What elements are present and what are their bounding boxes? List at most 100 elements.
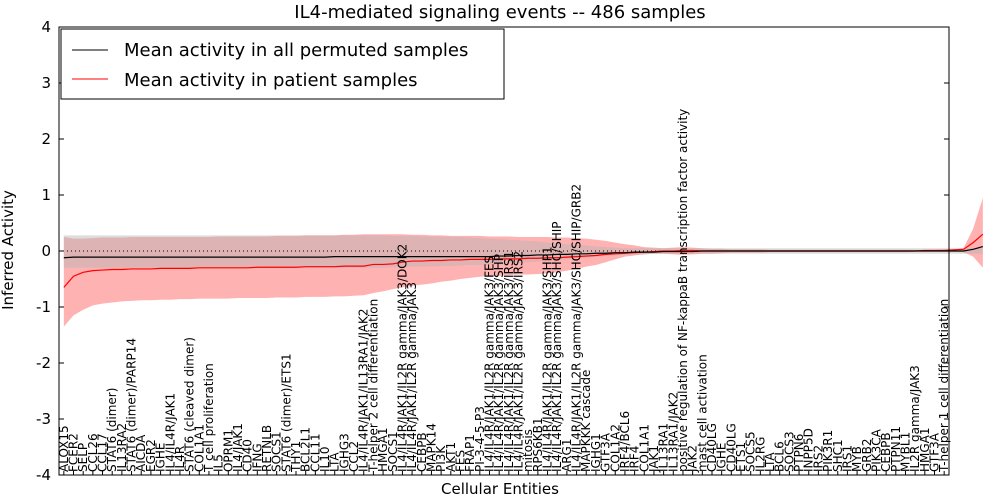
y-tick-label: -2 <box>36 354 51 372</box>
x-category-label: PIK3CA <box>869 428 883 472</box>
x-category-label: INPP5D <box>802 428 816 472</box>
x-category-label: CCL2 <box>347 441 361 472</box>
y-tick-label: 4 <box>41 18 51 36</box>
x-category-label: T cell proliferation <box>202 363 216 473</box>
x-category-label: IRS1 <box>840 445 854 472</box>
x-category-label: IRF4 <box>628 446 642 472</box>
x-category-label: IRS2 <box>811 445 825 472</box>
y-tick-label: 3 <box>41 74 51 92</box>
x-category-label: IL13RA1 <box>657 423 671 472</box>
x-category-label: LTA <box>763 452 777 472</box>
x-category-label: IL4R <box>173 446 187 472</box>
x-category-label: IL13RA2 <box>115 423 129 472</box>
axis-ticks: 4 3 2 1 0 -1 -2 -3 -4 <box>36 18 949 484</box>
x-category-label: BCL2L1 <box>299 427 313 472</box>
x-category-label: CCL11 <box>308 433 322 472</box>
x-category-label: IL4/IL4R/JAK1/IL2R gamma/JAK3/SHP <box>492 254 506 472</box>
x-category-label: SELP <box>76 443 90 472</box>
x-category-label: IFNG <box>250 443 264 472</box>
x-category-label: AKT1 <box>444 442 458 472</box>
x-category-label: CEBPB <box>415 432 429 472</box>
x-category-label: mast cell activation <box>695 354 709 472</box>
series-line <box>63 245 984 259</box>
x-category-label: PTPN11 <box>889 426 903 472</box>
x-category-label: IL4/JAK1 <box>231 423 245 472</box>
x-category-label: STAT6 (dimer)/ETS1 <box>279 353 293 472</box>
x-category-label: CCL26 <box>86 433 100 472</box>
x-category-label: PIK3R1 <box>821 430 835 472</box>
x-category-label: CCL17 <box>96 433 110 472</box>
y-axis-label: Inferred Activity <box>0 190 17 310</box>
y-tick-label: -3 <box>36 410 51 428</box>
x-category-label: FES <box>453 450 467 472</box>
confidence-bands <box>63 197 983 327</box>
x-category-label: SHC1 <box>831 439 845 472</box>
x-category-label: IGHE <box>154 443 168 472</box>
x-category-label: COL1A2 <box>608 424 622 472</box>
x-category-label: JAK2 <box>686 445 700 473</box>
confidence-band <box>63 235 983 268</box>
x-category-label: IGHG3 <box>337 433 351 472</box>
x-category-label: IGHE <box>715 443 729 472</box>
x-category-label: RETNLB <box>260 425 274 472</box>
x-category-label: HMGA1 <box>918 427 932 472</box>
x-category-label: ETS1 <box>734 442 748 472</box>
x-category-label: COL1A1 <box>637 424 651 472</box>
x-category-label: AICDA <box>134 434 148 472</box>
y-tick-label: 0 <box>41 242 51 260</box>
legend-label-patient: Mean activity in patient samples <box>124 70 418 91</box>
x-category-label: COL1A1 <box>192 424 206 472</box>
x-category-label: FCER2 <box>67 433 81 472</box>
x-category-label: MYB <box>850 446 864 472</box>
x-category-label: IL4/IL4R/JAK1 <box>163 393 177 472</box>
x-category-label: IL4/IL4R/JAK1/IL2R gamma/JAK3/SHP1 <box>541 246 555 472</box>
x-category-label: SOCS3 <box>782 431 796 472</box>
x-axis-label: Cellular Entities <box>441 480 559 498</box>
confidence-band <box>63 197 983 327</box>
x-category-label: RPS6KB1 <box>531 417 545 472</box>
x-category-label: IL13RA1/JAK2 <box>666 392 680 472</box>
x-category-label: GTF3A <box>599 432 613 472</box>
x-category-label: mitosis <box>521 429 535 472</box>
x-category-label: PI-3-4-5-P3 <box>473 406 487 472</box>
legend-label-permuted: Mean activity in all permuted samples <box>124 40 468 61</box>
x-category-label: ALOX15 <box>57 425 71 472</box>
x-category-label: MYBL1 <box>898 432 912 472</box>
y-tick-label: -1 <box>36 298 51 316</box>
y-tick-label: -4 <box>36 466 51 484</box>
y-tick-label: 2 <box>41 130 51 148</box>
x-category-label: SOCS5 <box>744 431 758 472</box>
x-category-label: T-helper 1 cell differentiation <box>937 299 951 473</box>
x-category-label: IL4/IL4R/JAK1/IL2R gamma/JAK3 <box>405 282 419 472</box>
x-category-label: IL4/IL4R/JAK1/IL2R gamma/JAK3/SHC/SHIP/G… <box>570 184 584 472</box>
x-category-label: IL5 <box>212 454 226 472</box>
x-category-label: IL2RG <box>753 437 767 473</box>
x-category-label: MAPKKK cascade <box>579 370 593 472</box>
y-tick-label: 1 <box>41 186 51 204</box>
x-category-label: IL4/IL4R/JAK1/IL2R gamma/JAK3/IRS2 <box>512 251 526 472</box>
x-category-label: OPRM1 <box>221 429 235 472</box>
x-category-label: CD40 <box>241 439 255 472</box>
x-category-label: IGHG1 <box>589 433 603 472</box>
x-category-label: CEBPB <box>879 432 893 472</box>
x-category-label: MAPK14 <box>424 423 438 472</box>
x-category-label: STAT6 (cleaved dimer) <box>183 337 197 472</box>
x-category-label: ARG1 <box>560 439 574 472</box>
x-category-label: IL4/IL4R/JAK1/IL2R gamma/JAK3/SHC/SHIP <box>550 221 564 472</box>
x-category-label: IL4/IL4R/JAK1/IL2R gamma/JAK3/IRS1 <box>502 251 516 472</box>
x-category-label: T-helper 2 cell differentiation <box>366 299 380 473</box>
x-category-label: SOCS1 <box>270 431 284 472</box>
series-lines <box>63 233 984 288</box>
legend: Mean activity in all permuted samples Me… <box>60 28 505 100</box>
x-category-label: IRF4/BCL6 <box>618 411 632 472</box>
x-category-label: GRB2 <box>860 438 874 472</box>
x-category-label: IL10 <box>318 446 332 472</box>
x-category-label: FRAP1 <box>463 434 477 472</box>
plot-frame <box>58 26 950 476</box>
x-category-label: STAT6 (dimer) <box>105 388 119 472</box>
x-category-label: CD40LG <box>705 423 719 472</box>
legend-box <box>60 28 505 100</box>
x-category-label: IL4/IL4R/JAK1/IL13RA1/JAK2 <box>357 309 371 473</box>
